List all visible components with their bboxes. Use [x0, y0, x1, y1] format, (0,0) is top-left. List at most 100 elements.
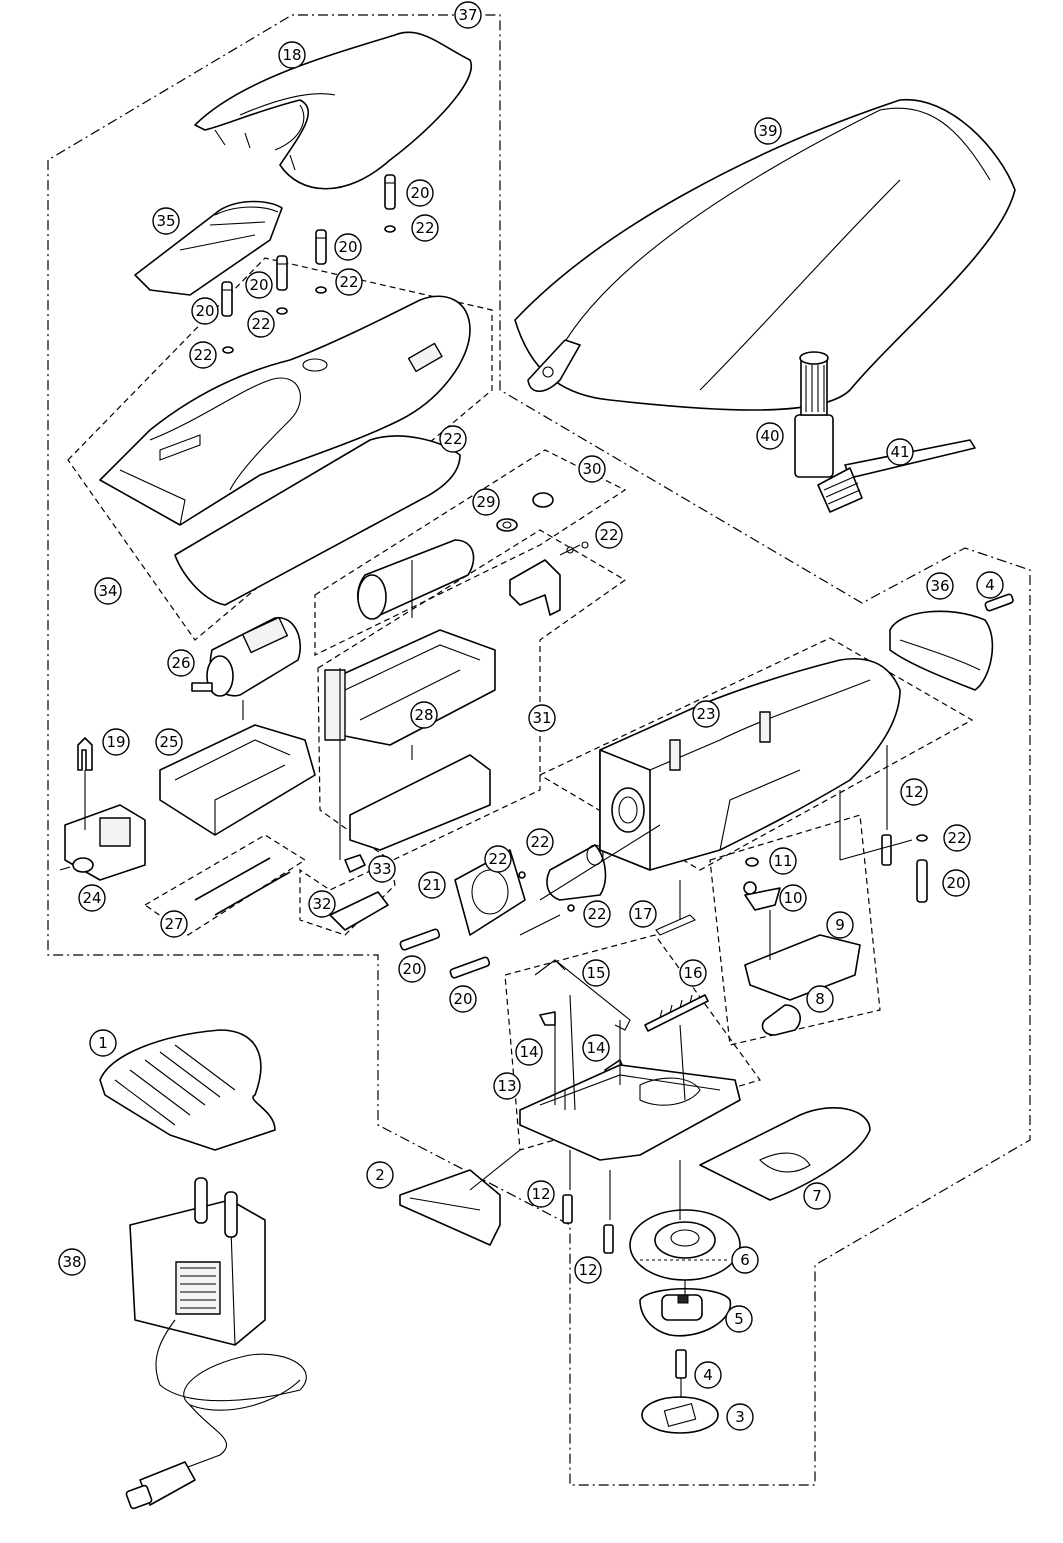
callout-7: 7 — [803, 1182, 831, 1210]
part-26-motor — [191, 616, 302, 697]
callout-27: 27 — [160, 910, 188, 938]
part-34-top-housing — [99, 295, 471, 526]
callout-14-a: 14 — [515, 1038, 543, 1066]
upper-screws — [221, 174, 396, 354]
svg-text:22: 22 — [599, 526, 618, 544]
callout-38: 38 — [58, 1248, 86, 1276]
svg-text:12: 12 — [531, 1185, 550, 1203]
callout-41: 41 — [886, 438, 914, 466]
svg-text:35: 35 — [156, 212, 175, 230]
callout-18: 18 — [278, 41, 306, 69]
svg-text:22: 22 — [488, 850, 507, 868]
callout-19: 19 — [102, 728, 130, 756]
callout-13: 13 — [493, 1072, 521, 1100]
svg-text:14: 14 — [586, 1039, 605, 1057]
callout-20-e: 20 — [942, 869, 970, 897]
leader-lines — [84, 560, 913, 1398]
callout-22-a: 22 — [411, 214, 439, 242]
part-35-cap — [134, 200, 283, 296]
part-27-contact-pins — [194, 857, 291, 916]
part-13-base — [519, 1064, 741, 1161]
svg-text:7: 7 — [812, 1187, 822, 1205]
svg-text:9: 9 — [835, 916, 845, 934]
svg-text:29: 29 — [476, 493, 495, 511]
part-25-motor-frame — [159, 724, 316, 836]
callout-3: 3 — [726, 1403, 754, 1431]
part-36-cap — [889, 610, 994, 691]
part-18-front-cover — [194, 31, 473, 190]
callout-2: 2 — [366, 1161, 394, 1189]
callout-33: 33 — [368, 855, 396, 883]
svg-text:14: 14 — [519, 1043, 538, 1061]
svg-text:31: 31 — [532, 709, 551, 727]
callout-4-top: 4 — [976, 571, 1004, 599]
callout-32: 32 — [308, 890, 336, 918]
svg-text:28: 28 — [414, 706, 433, 724]
svg-text:5: 5 — [734, 1310, 744, 1328]
callout-22-g: 22 — [526, 828, 554, 856]
svg-text:41: 41 — [890, 443, 909, 461]
callout-20-a: 20 — [406, 179, 434, 207]
part-29-30-battery — [356, 492, 554, 620]
callout-15: 15 — [582, 959, 610, 987]
part-16-comb — [644, 994, 709, 1032]
callout-31: 31 — [528, 704, 556, 732]
svg-text:33: 33 — [372, 860, 391, 878]
callout-25: 25 — [155, 728, 183, 756]
svg-text:37: 37 — [458, 6, 477, 24]
part-5-knob — [639, 1288, 732, 1337]
svg-text:32: 32 — [312, 895, 331, 913]
svg-text:22: 22 — [587, 905, 606, 923]
part-32-33-switch — [329, 668, 389, 931]
callout-8: 8 — [806, 985, 834, 1013]
svg-text:24: 24 — [82, 889, 101, 907]
callout-22-d: 22 — [189, 341, 217, 369]
svg-text:12: 12 — [904, 783, 923, 801]
svg-text:26: 26 — [171, 654, 190, 672]
svg-text:30: 30 — [582, 460, 601, 478]
svg-text:10: 10 — [783, 889, 802, 907]
part-3-disc — [641, 1396, 719, 1434]
callout-1: 1 — [89, 1029, 117, 1057]
part-40-oil-bottle — [794, 351, 834, 478]
svg-text:1: 1 — [98, 1034, 108, 1052]
callout-12-lower-a: 12 — [527, 1180, 555, 1208]
callout-20-c: 20 — [245, 271, 273, 299]
callout-20-b: 20 — [334, 233, 362, 261]
svg-text:27: 27 — [164, 915, 183, 933]
callout-4-bottom: 4 — [694, 1361, 722, 1389]
callout-30: 30 — [578, 455, 606, 483]
svg-text:22: 22 — [415, 219, 434, 237]
part-1-attachment-comb — [99, 1029, 276, 1151]
svg-text:13: 13 — [497, 1077, 516, 1095]
svg-text:4: 4 — [985, 576, 995, 594]
part-38-charger — [125, 1177, 307, 1510]
svg-text:17: 17 — [633, 905, 652, 923]
svg-text:38: 38 — [62, 1253, 81, 1271]
callout-37: 37 — [454, 1, 482, 29]
callout-23: 23 — [692, 700, 720, 728]
callout-28: 28 — [410, 701, 438, 729]
svg-text:22: 22 — [530, 833, 549, 851]
lower-screws — [562, 1194, 614, 1254]
part-10-lever — [743, 881, 781, 911]
svg-text:20: 20 — [249, 276, 268, 294]
callout-12-lower-b: 12 — [574, 1256, 602, 1284]
callout-9: 9 — [826, 911, 854, 939]
callout-11: 11 — [769, 847, 797, 875]
callout-20-d: 20 — [191, 297, 219, 325]
part-19-clip — [77, 737, 93, 771]
svg-text:19: 19 — [106, 733, 125, 751]
svg-text:25: 25 — [159, 733, 178, 751]
svg-text:20: 20 — [410, 184, 429, 202]
part-24-socket — [59, 804, 146, 881]
callout-22-c: 22 — [247, 310, 275, 338]
svg-text:18: 18 — [282, 46, 301, 64]
svg-text:20: 20 — [402, 960, 421, 978]
part-31-bracket — [509, 541, 589, 616]
part-6-gear-ring — [629, 1209, 741, 1281]
callout-20-g: 20 — [449, 985, 477, 1013]
callout-21: 21 — [418, 871, 446, 899]
